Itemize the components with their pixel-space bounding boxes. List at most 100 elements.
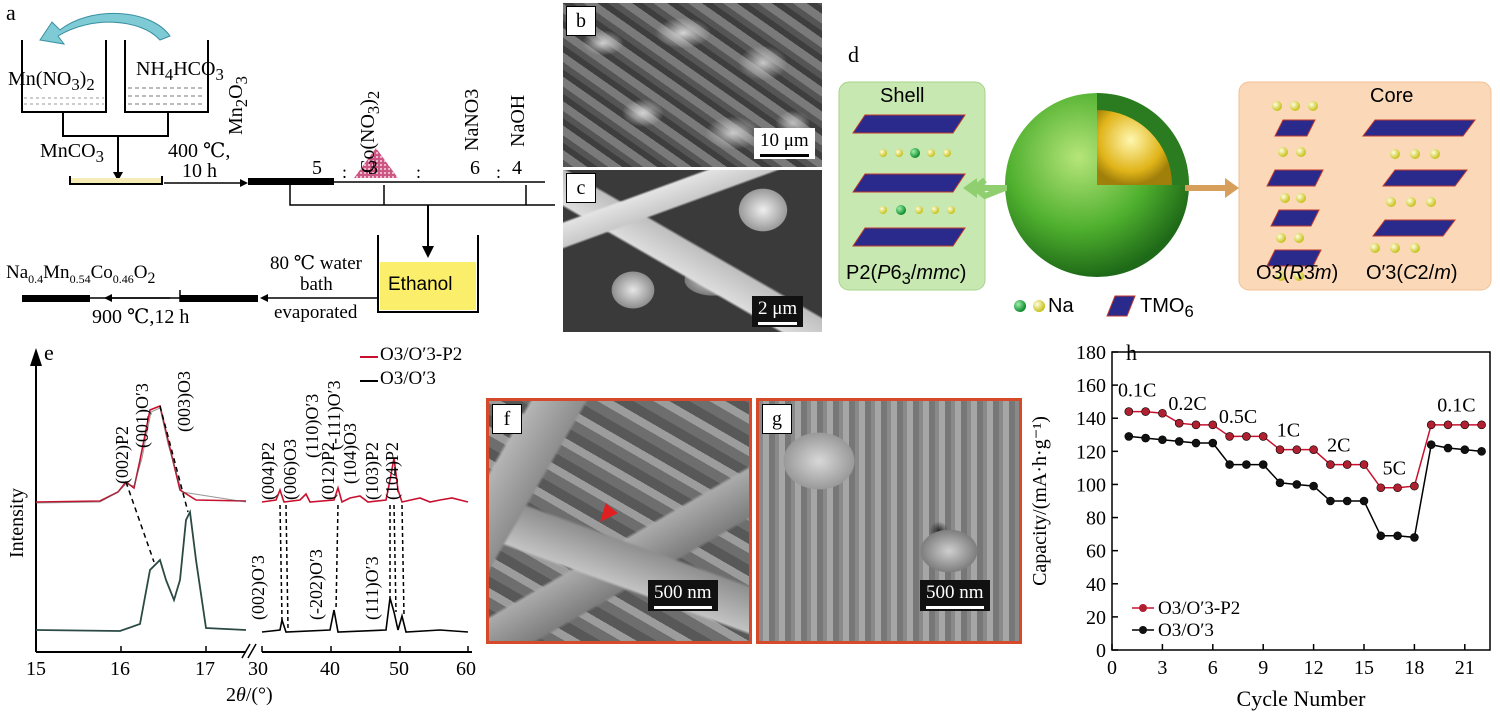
legend-marker — [1139, 604, 1147, 612]
scalebar-f: 500 nm — [648, 580, 718, 611]
peak-label: (003)O3 — [174, 371, 194, 432]
data-point — [1359, 460, 1369, 469]
x-tick-label: 18 — [1404, 657, 1424, 679]
panel-b-label: b — [566, 6, 596, 36]
label-naoh: NaOH — [507, 94, 529, 147]
data-point — [1477, 447, 1486, 456]
rate-label: 2C — [1327, 434, 1350, 456]
y-tick-label: 100 — [1076, 474, 1106, 496]
data-point — [1443, 443, 1453, 453]
data-point — [1258, 460, 1268, 469]
data-point — [1242, 432, 1251, 441]
data-point — [1460, 445, 1470, 454]
label-tmo6: TMO6 — [1140, 295, 1194, 321]
data-point — [1292, 445, 1302, 454]
data-point — [1376, 531, 1386, 541]
label-water-bath-1: 80 ℃ water — [270, 253, 362, 274]
scalebar-b: 10 μm — [754, 128, 815, 159]
data-point — [1426, 440, 1436, 450]
data-point — [1410, 481, 1419, 491]
scalebar-f-text: 500 nm — [654, 582, 712, 603]
panel-e-label: e — [44, 340, 54, 365]
label-o3prime: O′3(C2/m) — [1366, 262, 1458, 284]
scalebar-g-text: 500 nm — [926, 582, 984, 603]
x-tick-label: 0 — [1107, 657, 1117, 679]
panel-e-xrd — [30, 348, 472, 659]
data-point — [1141, 407, 1150, 416]
data-point — [1359, 496, 1369, 506]
ratio-5: 5 — [312, 157, 322, 179]
data-point — [1376, 483, 1386, 493]
x-tick-label: 6 — [1208, 657, 1218, 679]
data-point — [1191, 438, 1201, 448]
label-mn-nitrate: Mn(NO3)2 — [8, 68, 95, 94]
label-shell: Shell — [880, 85, 925, 107]
peak-label: (012)P2 — [318, 442, 338, 500]
label-core: Core — [1370, 85, 1414, 107]
data-point — [1477, 420, 1486, 430]
plot-frame — [1111, 351, 1491, 651]
peak-label: (104)O3 — [340, 423, 360, 484]
label-ammonium: NH4HCO3 — [136, 58, 224, 84]
data-point — [1225, 432, 1234, 441]
panel-c-label: c — [566, 173, 596, 203]
data-point — [1158, 408, 1167, 418]
scalebar-g-bar — [926, 606, 984, 609]
legend-marker — [1139, 626, 1147, 634]
peak-label: (002)P2 — [112, 426, 132, 484]
y-tick-label: 180 — [1076, 342, 1106, 364]
xrd-tick-30: 30 — [248, 658, 268, 680]
xrd-tick-50: 50 — [389, 658, 409, 680]
scalebar-g: 500 nm — [920, 580, 990, 611]
label-evaporated: evaporated — [274, 302, 358, 323]
legend-e-1: O3/O′3-P2 — [380, 344, 463, 365]
peak-label: (001)O′3 — [132, 383, 152, 448]
data-point — [1309, 445, 1318, 454]
data-point — [1393, 531, 1402, 541]
data-point — [1275, 478, 1285, 488]
y-tick-label: 80 — [1086, 508, 1106, 530]
data-point — [1174, 437, 1184, 446]
rate-label: 0.1C — [1118, 380, 1156, 402]
x-tick-label: 3 — [1157, 657, 1167, 679]
peak-label: (006)O3 — [280, 439, 300, 500]
legend-label: O3/O′3-P2 — [1158, 598, 1240, 619]
y-tick-label: 120 — [1076, 441, 1106, 463]
data-point — [1242, 460, 1251, 469]
label-p2: P2(P63/mmc) — [846, 262, 967, 288]
panel-a-label: a — [6, 0, 16, 25]
xrd-xlabel: 2θ/(°) — [226, 684, 273, 706]
peak-label: (002)O′3 — [248, 555, 268, 620]
scalebar-c-bar — [758, 322, 798, 325]
ratio-6: 6 — [470, 157, 480, 179]
data-point — [1225, 460, 1234, 469]
ratio-colon-2: : — [416, 162, 422, 182]
label-calc-temp: 400 ℃, — [168, 140, 231, 162]
scalebar-c: 2 μm — [752, 296, 804, 327]
y-tick-label: 40 — [1086, 574, 1106, 596]
xrd-tick-60: 60 — [456, 658, 476, 680]
peak-label: (104)P2 — [382, 442, 402, 500]
ratio-colon-3: : — [496, 162, 502, 182]
data-point — [1309, 481, 1318, 491]
data-point — [1208, 420, 1218, 430]
xrd-tick-17: 17 — [195, 658, 215, 680]
label-ethanol: Ethanol — [388, 274, 453, 295]
ratio-4: 4 — [512, 157, 522, 179]
peak-label: (111)O′3 — [362, 556, 382, 620]
data-point — [1326, 460, 1335, 469]
y-tick-label: 140 — [1076, 408, 1106, 430]
data-point — [1426, 420, 1436, 430]
data-point — [1393, 483, 1402, 493]
label-final-cond: 900 ℃,12 h — [92, 306, 190, 328]
y-axis-label: Capacity/(mA·h·g⁻¹) — [1029, 416, 1051, 586]
label-product: Na0.4Mn0.54Co0.46O2 — [6, 262, 156, 287]
legend-label: O3/O′3 — [1158, 620, 1214, 641]
data-point — [1443, 420, 1453, 430]
data-point — [1174, 418, 1184, 428]
scalebar-b-bar — [760, 154, 809, 157]
rate-label: 0.1C — [1437, 395, 1475, 417]
series-line-1 — [1128, 410, 1482, 489]
